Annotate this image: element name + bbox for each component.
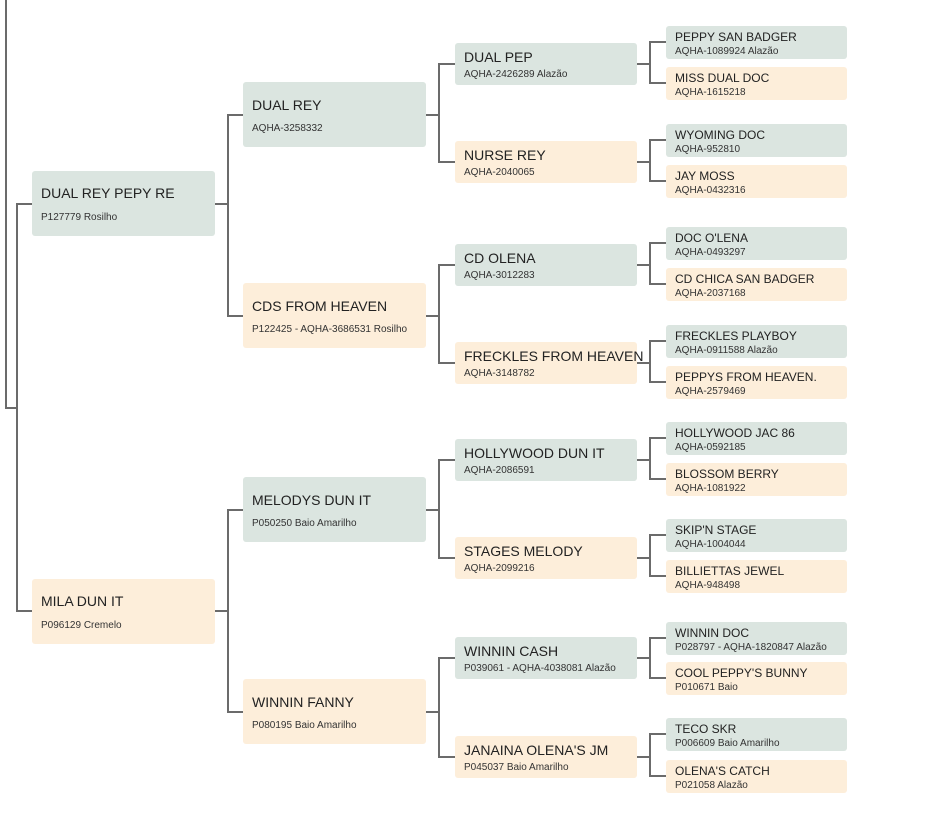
horse-registration: AQHA-3148782 (464, 368, 535, 379)
pedigree-node-g4[interactable]: FRECKLES PLAYBOY AQHA-0911588 Alazão (666, 325, 847, 358)
horse-registration: AQHA-2426289 Alazão (464, 69, 568, 80)
horse-registration: AQHA-952810 (675, 144, 741, 155)
horse-name: MILA DUN IT (41, 593, 124, 609)
horse-name: WYOMING DOC (675, 128, 765, 142)
horse-registration: AQHA-0493297 (675, 247, 746, 258)
horse-registration: AQHA-1089924 Alazão (675, 46, 779, 57)
horse-name: DOC O'LENA (675, 231, 748, 245)
pedigree-node-g3[interactable]: DUAL PEP AQHA-2426289 Alazão (455, 43, 637, 85)
horse-registration: P039061 - AQHA-4038081 Alazão (464, 663, 616, 674)
pedigree-node-g3[interactable]: FRECKLES FROM HEAVEN AQHA-3148782 (455, 342, 643, 384)
pedigree-node-g3[interactable]: CD OLENA AQHA-3012283 (455, 244, 637, 286)
pedigree-node-sire[interactable]: DUAL REY PEPY RE P127779 Rosilho (32, 171, 215, 236)
horse-registration: AQHA-2579469 (675, 386, 746, 397)
horse-registration: AQHA-0911588 Alazão (675, 345, 778, 356)
horse-registration: P006609 Baio Amarilho (675, 738, 780, 749)
pedigree-node-g3[interactable]: WINNIN CASH P039061 - AQHA-4038081 Alazã… (455, 637, 637, 679)
horse-name: HOLLYWOOD DUN IT (464, 445, 605, 461)
horse-name: COOL PEPPY'S BUNNY (675, 666, 808, 680)
horse-registration: P021058 Alazão (675, 780, 748, 791)
horse-name: WINNIN CASH (464, 643, 559, 659)
pedigree-node-g4[interactable]: PEPPYS FROM HEAVEN. AQHA-2579469 (666, 366, 847, 399)
horse-name: SKIP'N STAGE (675, 523, 757, 537)
horse-name: JANAINA OLENA'S JM (464, 742, 609, 758)
horse-name: CDS FROM HEAVEN (252, 298, 388, 314)
horse-registration: P122425 - AQHA-3686531 Rosilho (252, 324, 408, 335)
pedigree-node-g3[interactable]: NURSE REY AQHA-2040065 (455, 141, 637, 183)
horse-registration: AQHA-1081922 (675, 483, 746, 494)
horse-registration: P010671 Baio (675, 682, 738, 693)
pedigree-node-dam[interactable]: MILA DUN IT P096129 Cremelo (32, 579, 215, 644)
horse-registration: AQHA-948498 (675, 580, 741, 591)
pedigree-node-g4[interactable]: TECO SKR P006609 Baio Amarilho (666, 718, 847, 751)
horse-registration: P045037 Baio Amarilho (464, 762, 569, 773)
horse-registration: P080195 Baio Amarilho (252, 720, 357, 731)
pedigree-node-g4[interactable]: BLOSSOM BERRY AQHA-1081922 (666, 463, 847, 496)
pedigree-node-g4[interactable]: DOC O'LENA AQHA-0493297 (666, 227, 847, 260)
pedigree-node-g4[interactable]: COOL PEPPY'S BUNNY P010671 Baio (666, 662, 847, 695)
pedigree-node-g4[interactable]: MISS DUAL DOC AQHA-1615218 (666, 67, 847, 100)
horse-registration: AQHA-0432316 (675, 185, 746, 196)
pedigree-node-g3[interactable]: STAGES MELODY AQHA-2099216 (455, 537, 637, 579)
horse-name: PEPPY SAN BADGER (675, 30, 797, 44)
horse-name: BLOSSOM BERRY (675, 467, 779, 481)
pedigree-node-g4[interactable]: WYOMING DOC AQHA-952810 (666, 124, 847, 157)
horse-name: TECO SKR (675, 722, 737, 736)
horse-name: CD CHICA SAN BADGER (675, 272, 815, 286)
horse-registration: AQHA-2040065 (464, 167, 535, 178)
pedigree-node-g4[interactable]: BILLIETTAS JEWEL AQHA-948498 (666, 560, 847, 593)
pedigree-node-g4[interactable]: HOLLYWOOD JAC 86 AQHA-0592185 (666, 422, 847, 455)
horse-name: WINNIN FANNY (252, 694, 354, 710)
horse-name: CD OLENA (464, 250, 536, 266)
horse-name: DUAL REY PEPY RE (41, 185, 175, 201)
horse-registration: AQHA-1004044 (675, 539, 746, 550)
horse-name: STAGES MELODY (464, 543, 583, 559)
horse-name: BILLIETTAS JEWEL (675, 564, 785, 578)
pedigree-node-g4[interactable]: PEPPY SAN BADGER AQHA-1089924 Alazão (666, 26, 847, 59)
horse-name: WINNIN DOC (675, 626, 749, 640)
horse-registration: P028797 - AQHA-1820847 Alazão (675, 642, 827, 653)
horse-name: NURSE REY (464, 147, 546, 163)
pedigree-node-g4[interactable]: WINNIN DOC P028797 - AQHA-1820847 Alazão (666, 622, 847, 655)
horse-name: MELODYS DUN IT (252, 492, 372, 508)
horse-registration: AQHA-2086591 (464, 465, 535, 476)
horse-registration: P050250 Baio Amarilho (252, 518, 357, 529)
horse-registration: AQHA-2099216 (464, 563, 535, 574)
pedigree-node-dam-dam[interactable]: WINNIN FANNY P080195 Baio Amarilho (243, 679, 426, 744)
pedigree-node-dam-sire[interactable]: MELODYS DUN IT P050250 Baio Amarilho (243, 477, 426, 542)
horse-name: FRECKLES FROM HEAVEN (464, 348, 644, 364)
horse-registration: AQHA-3258332 (252, 123, 323, 134)
horse-name: HOLLYWOOD JAC 86 (675, 426, 795, 440)
horse-name: DUAL REY (252, 97, 322, 113)
pedigree-node-g4[interactable]: CD CHICA SAN BADGER AQHA-2037168 (666, 268, 847, 301)
pedigree-node-g4[interactable]: JAY MOSS AQHA-0432316 (666, 165, 847, 198)
horse-registration: AQHA-1615218 (675, 87, 746, 98)
pedigree-node-g3[interactable]: JANAINA OLENA'S JM P045037 Baio Amarilho (455, 736, 637, 778)
horse-name: PEPPYS FROM HEAVEN. (675, 370, 817, 384)
pedigree-node-g3[interactable]: HOLLYWOOD DUN IT AQHA-2086591 (455, 439, 637, 481)
horse-name: DUAL PEP (464, 49, 533, 65)
horse-name: FRECKLES PLAYBOY (675, 329, 797, 343)
horse-name: JAY MOSS (675, 169, 735, 183)
pedigree-node-sire-sire[interactable]: DUAL REY AQHA-3258332 (243, 82, 426, 147)
horse-registration: AQHA-3012283 (464, 270, 535, 281)
horse-name: OLENA'S CATCH (675, 764, 770, 778)
horse-registration: P096129 Cremelo (41, 620, 122, 631)
pedigree-node-g4[interactable]: OLENA'S CATCH P021058 Alazão (666, 760, 847, 793)
horse-name: MISS DUAL DOC (675, 71, 770, 85)
pedigree-node-sire-dam[interactable]: CDS FROM HEAVEN P122425 - AQHA-3686531 R… (243, 283, 426, 348)
horse-registration: P127779 Rosilho (41, 212, 118, 223)
pedigree-node-g4[interactable]: SKIP'N STAGE AQHA-1004044 (666, 519, 847, 552)
horse-registration: AQHA-2037168 (675, 288, 746, 299)
horse-registration: AQHA-0592185 (675, 442, 746, 453)
